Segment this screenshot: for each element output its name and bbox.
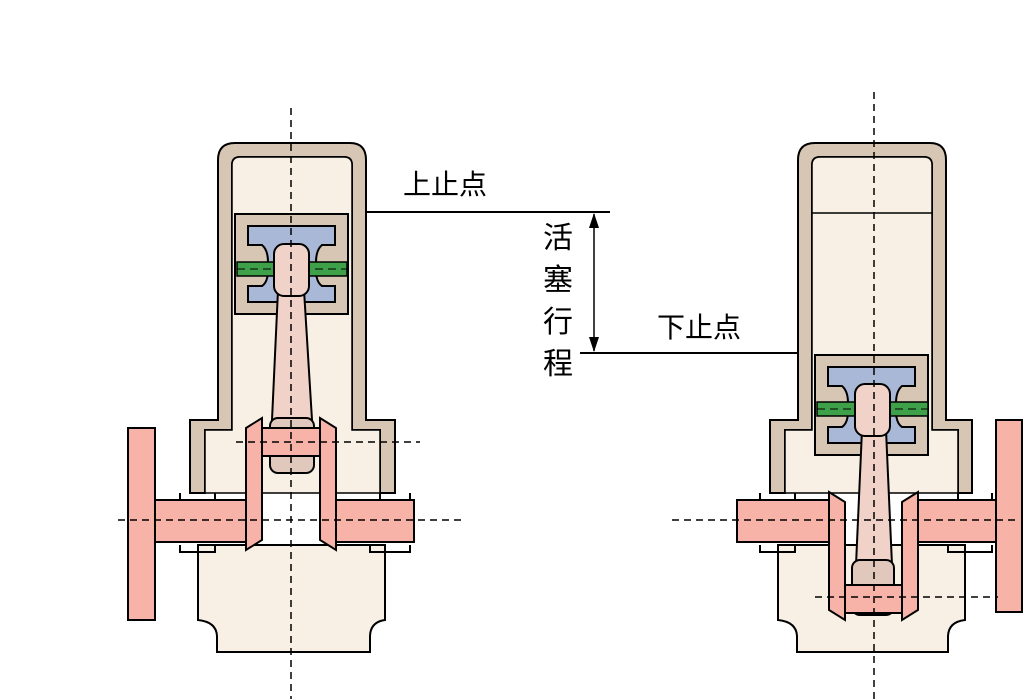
arrow-down-icon [589, 337, 599, 352]
engine-right-bdc [672, 92, 1023, 699]
crankshaft-left [127, 416, 415, 621]
stroke-label-char: 塞 [543, 263, 573, 298]
crankcase-left [197, 544, 386, 653]
stroke-label-char: 行 [543, 305, 573, 340]
stroke-label-char: 活 [543, 221, 573, 256]
connecting-rod-right [851, 383, 895, 616]
bdc-label: 下止点 [657, 311, 741, 344]
arrow-up-icon [589, 213, 599, 228]
stroke-annotation: 上止点 下止点 活 塞 行 程 [367, 168, 797, 382]
stroke-label-char: 程 [543, 347, 573, 382]
tdc-label: 上止点 [403, 168, 487, 201]
crankshaft-right [736, 419, 1023, 622]
engine-left-tdc [118, 108, 462, 699]
